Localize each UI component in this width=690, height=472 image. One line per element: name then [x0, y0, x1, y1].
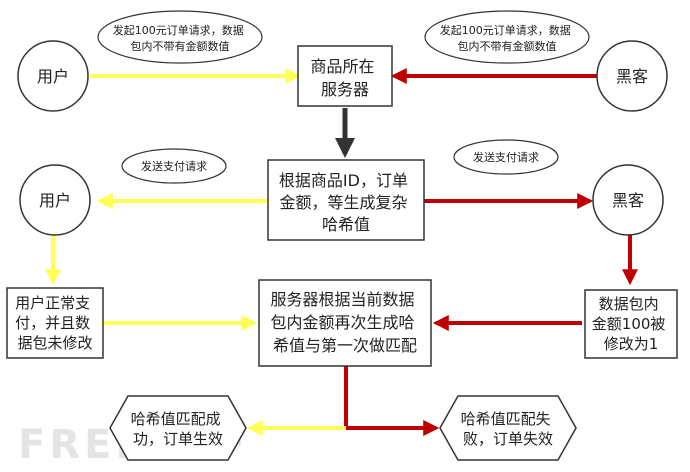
svg-text:服务器根据当前数据 包内金额再次生成哈: 服务器根据当前数据 包内金额再次生成哈 希值与第一次做匹配 — [270, 290, 419, 355]
node-hash-gen-line3: 哈希值 — [322, 215, 370, 234]
node-hacker-top: 黑客 — [596, 40, 668, 112]
cloud-right-top-line1: 发起100元订单请求，数据 — [440, 23, 571, 37]
svg-text:根据商品ID，订单 金额，等生成复杂: 根据商品ID，订单 金额，等生成复杂 哈希值 — [279, 171, 413, 234]
node-recompute-line3: 希值与第一次做匹配 — [273, 336, 417, 355]
node-hacker-modify: 数据包内 金额100被 修改为1 — [584, 289, 678, 359]
cloud-left-top: 发起100元订单请求，数据 包内不带有金额数值 — [97, 10, 263, 64]
node-user-normal: 用户正常支 付，并且数 据包未修改 — [6, 287, 104, 359]
node-user-normal-line3: 据包未修改 — [17, 334, 92, 352]
node-user-top-label: 用户 — [37, 67, 69, 86]
node-recompute: 服务器根据当前数据 包内金额再次生成哈 希值与第一次做匹配 — [258, 279, 432, 367]
node-match-ok: 哈希值匹配成 功，订单生效 — [109, 395, 247, 461]
node-hacker-modify-line2: 金额100被 — [592, 315, 666, 333]
svg-text:数据包内 金额100被 修改为1: 数据包内 金额100被 修改为1 — [592, 295, 670, 353]
node-hacker-top-label: 黑客 — [616, 67, 648, 86]
node-user-normal-line2: 付，并且数 — [15, 314, 90, 332]
node-recompute-line1: 服务器根据当前数据 — [270, 290, 414, 309]
node-hash-gen-line1: 根据商品ID，订单 — [279, 171, 408, 190]
node-server-line2: 服务器 — [321, 80, 369, 99]
node-match-fail-line2: 败，订单失效 — [463, 430, 553, 448]
node-match-ok-line2: 功，订单生效 — [133, 430, 223, 448]
cloud-left-top-line1: 发起100元订单请求，数据 — [113, 23, 244, 37]
node-server: 商品所在 服务器 — [297, 45, 393, 107]
cloud-right-mid: 发送支付请求 — [453, 139, 559, 175]
node-hacker-modify-line1: 数据包内 — [599, 295, 659, 313]
svg-text:发起100元订单请求，数据 包内不带有金额数值: 发起100元订单请求，数据 包内不带有金额数值 — [113, 23, 248, 53]
node-user-mid: 用户 — [19, 164, 91, 236]
svg-text:商品所在 服务器: 商品所在 服务器 — [310, 57, 379, 99]
node-server-line1: 商品所在 — [310, 57, 374, 76]
cloud-right-mid-text: 发送支付请求 — [473, 150, 539, 164]
svg-text:哈希值匹配成 功，订单生效: 哈希值匹配成 功，订单生效 — [131, 410, 226, 448]
cloud-left-mid: 发送支付请求 — [121, 148, 227, 184]
cloud-left-mid-text: 发送支付请求 — [141, 159, 207, 173]
node-recompute-line2: 包内金额再次生成哈 — [270, 313, 414, 332]
node-hacker-modify-line3: 修改为1 — [604, 335, 659, 353]
cloud-right-top-line2: 包内不带有金额数值 — [458, 39, 557, 53]
node-user-normal-line1: 用户正常支 — [15, 294, 90, 312]
node-match-fail-line1: 哈希值匹配失 — [461, 410, 551, 428]
cloud-right-top: 发起100元订单请求，数据 包内不带有金额数值 — [424, 10, 590, 64]
node-user-mid-label: 用户 — [39, 191, 71, 210]
svg-text:哈希值匹配失 败，订单失效: 哈希值匹配失 败，订单失效 — [461, 410, 556, 448]
node-hacker-mid: 黑客 — [592, 164, 664, 236]
node-match-fail: 哈希值匹配失 败，订单失效 — [439, 395, 577, 461]
svg-text:发起100元订单请求，数据 包内不带有金额数值: 发起100元订单请求，数据 包内不带有金额数值 — [440, 23, 575, 53]
svg-text:用户正常支 付，并且数 据包未修改: 用户正常支 付，并且数 据包未修改 — [15, 294, 95, 352]
node-hacker-mid-label: 黑客 — [612, 191, 644, 210]
node-hash-gen: 根据商品ID，订单 金额，等生成复杂 哈希值 — [267, 159, 425, 241]
node-hash-gen-line2: 金额，等生成复杂 — [279, 193, 407, 212]
cloud-left-top-line2: 包内不带有金额数值 — [131, 39, 230, 53]
node-match-ok-line1: 哈希值匹配成 — [131, 410, 221, 428]
node-user-top: 用户 — [17, 40, 89, 112]
